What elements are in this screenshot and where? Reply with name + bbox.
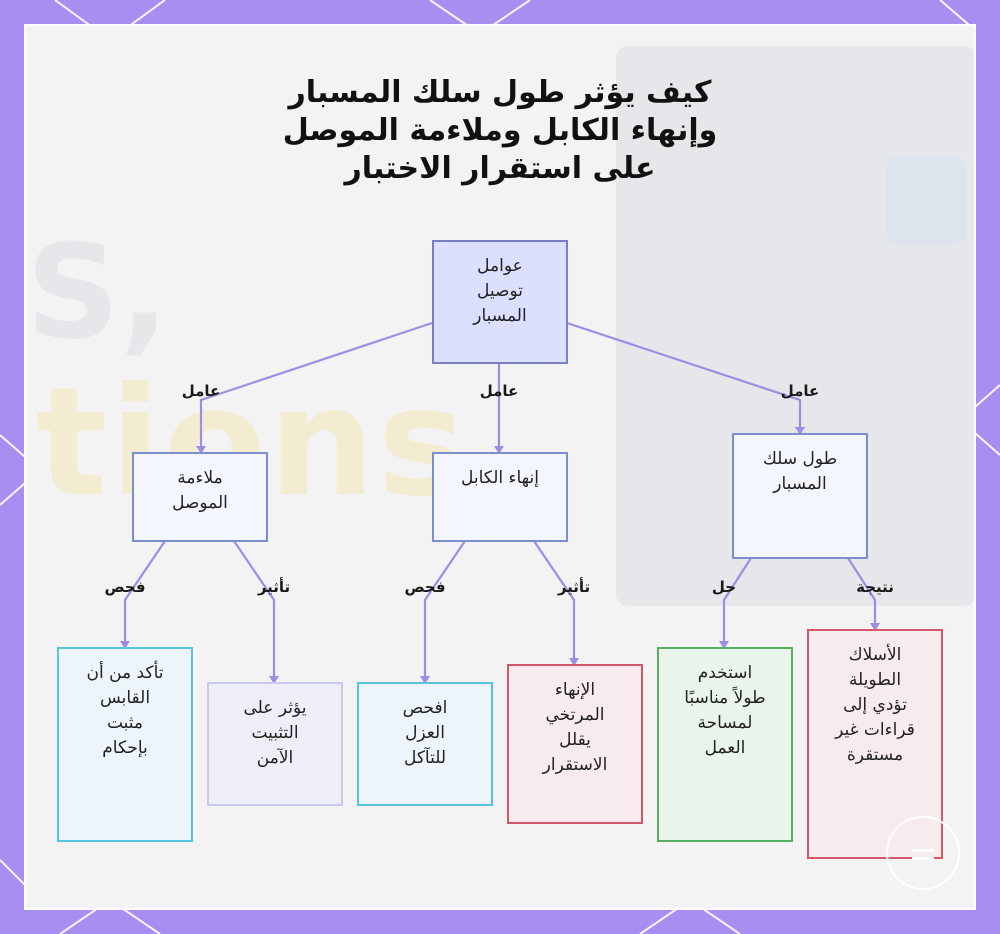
edge-label-effect-mid: تأثير [557, 578, 591, 596]
node-termination-check: افحص العزل للتآكل [357, 682, 493, 806]
edge-term-check [423, 540, 466, 682]
node-connector-fit: ملاءمة الموصل [132, 452, 268, 542]
arrowhead-term-effect [569, 658, 579, 666]
title-line-1: كيف يؤثر طول سلك المسبار [288, 75, 712, 110]
edge-label-effect-left: تأثير [257, 578, 291, 596]
edge-label-solution: حل [711, 578, 737, 596]
edge-term-effect [533, 540, 576, 664]
edge-fit-check [123, 540, 166, 647]
node-root: عوامل توصيل المسبار [432, 240, 568, 364]
node-length-solution: استخدم طولاً مناسبًا لمساحة العمل [657, 647, 793, 842]
arrowhead-length-result [870, 623, 880, 631]
arrowhead-length-solution [719, 641, 729, 649]
watermark-logo-icon [886, 816, 960, 890]
title-line-2: وإنهاء الكابل وملاءمة الموصل [282, 113, 718, 148]
edge-label-check-mid: فحص [404, 578, 446, 596]
arrowhead-termination [494, 446, 504, 454]
edge-length-result [847, 557, 877, 629]
arrowhead-length [795, 427, 805, 435]
arrowhead-fit-check [120, 641, 130, 649]
edge-fit-effect [233, 540, 276, 682]
node-cable-termination: إنهاء الكابل [432, 452, 568, 542]
background-screen-shape [886, 156, 966, 246]
edge-root-fit [199, 321, 433, 452]
node-fit-effect: يؤثر على التثبيت الآمن [207, 682, 343, 806]
edge-label-check-left: فحص [104, 578, 146, 596]
node-lead-length: طول سلك المسبار [732, 433, 868, 559]
background-watermark-left: S, [26, 216, 170, 368]
arrowhead-fit [196, 446, 206, 454]
node-termination-effect: الإنهاء المرتخي يقلل الاستقرار [507, 664, 643, 824]
diagram-title: كيف يؤثر طول سلك المسبار وإنهاء الكابل و… [200, 74, 800, 188]
title-line-3: على استقرار الاختبار [344, 151, 656, 186]
edge-root-length [566, 321, 802, 433]
edge-label-result: نتيجة [856, 578, 894, 596]
edge-label-factor-right: عامل [780, 382, 820, 400]
node-fit-check: تأكد من أن القابس مثبت بإحكام [57, 647, 193, 842]
arrowhead-fit-effect [269, 676, 279, 684]
edge-label-factor-mid: عامل [479, 382, 519, 400]
edge-label-factor-left: عامل [181, 382, 221, 400]
arrowhead-term-check [420, 676, 430, 684]
edge-length-solution [722, 557, 752, 647]
